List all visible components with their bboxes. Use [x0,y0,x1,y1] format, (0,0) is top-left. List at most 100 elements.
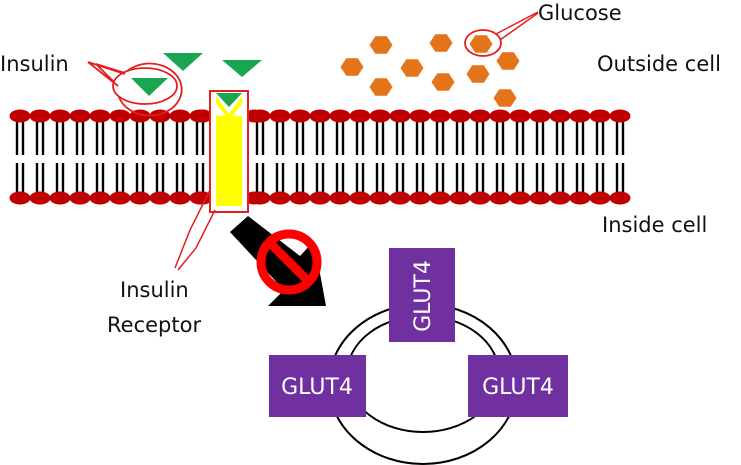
phospholipid-head [349,191,371,205]
membrane-outer-heads [9,109,631,123]
phospholipid-head [9,191,31,205]
phospholipid-head [129,191,151,205]
glut4-box [468,355,568,417]
phospholipid-head [309,109,331,123]
phospholipid-head [409,191,431,205]
phospholipid-head [609,109,631,123]
phospholipid-head [549,191,571,205]
phospholipid-head [509,109,531,123]
phospholipid-head [409,109,431,123]
glut4-box [389,248,455,342]
glut4-box [269,355,366,417]
outside-cell-label: Outside cell [597,52,721,76]
phospholipid-head [169,191,191,205]
phospholipid-head [289,191,311,205]
insulin-callout-pointer-2 [87,61,119,87]
phospholipid-head [149,191,171,205]
phospholipid-head [429,191,451,205]
phospholipid-head [369,191,391,205]
phospholipid-head [429,109,451,123]
phospholipid-head [69,191,91,205]
insulin-receptor[interactable] [216,116,242,206]
phospholipid-head [469,191,491,205]
phospholipid-head [529,191,551,205]
glucose-icon [369,78,393,96]
bound-insulin-icon [216,93,242,107]
phospholipid-head [89,109,111,123]
glucose-icon [466,65,490,83]
phospholipid-head [389,191,411,205]
prohibition-bar [266,239,312,285]
membrane-inner-heads [9,191,631,205]
phospholipid-head [245,109,263,123]
glucose-icon [469,35,493,53]
glucose-icon [493,89,517,107]
insulin-icon-highlighted [131,78,168,96]
prohibition-ring [256,229,322,295]
glucose-icon [431,73,455,91]
phospholipid-head [449,191,471,205]
phospholipid-head [109,109,131,123]
glucose-icon [369,36,393,54]
phospholipid-head [569,191,591,205]
phospholipid-head [49,191,71,205]
phospholipid-head [369,109,391,123]
phospholipid-head [89,191,111,205]
phospholipid-head [194,109,212,123]
phospholipid-head [569,109,591,123]
glut4-left[interactable]: GLUT4 [269,355,366,417]
inside-cell-label: Inside cell [602,213,707,237]
phospholipid-head [589,191,611,205]
glucose-icon [400,59,424,77]
insulin-icon [163,53,203,71]
phospholipid-head [529,109,551,123]
phospholipid-head [269,191,291,205]
glucose-callout-pointer [495,11,539,35]
insulin-callout-pointer [87,61,126,75]
phospholipid-head [449,109,471,123]
phospholipid-head [349,109,371,123]
phospholipid-head [609,191,631,205]
phospholipid-head [329,109,351,123]
insulin-icon [222,60,262,77]
phospholipid-head [269,109,291,123]
phospholipid-head [29,191,51,205]
glucose-label: Glucose [538,1,622,25]
phospholipid-head [289,109,311,123]
prohibition-icon [256,229,322,295]
insulin-receptor-label-line2: Receptor [107,313,201,337]
glucose-icon [340,58,364,76]
glut4-right[interactable]: GLUT4 [468,355,568,417]
phospholipid-head [69,109,91,123]
glut4-right-label: GLUT4 [482,375,554,400]
insulin-callout [95,62,183,117]
receptor-callout-line-2 [177,209,216,271]
receptor-binding-site [216,96,242,120]
phospholipid-head [49,109,71,123]
glucose-callout-pointer-2 [499,12,539,41]
glut4-left-label: GLUT4 [281,375,353,400]
glucose-callout-bubble [464,29,502,57]
phospholipid-head [489,109,511,123]
glut4-top-label: GLUT4 [411,260,436,332]
glucose-molecules [340,34,520,107]
phospholipid-head [245,191,263,205]
insulin-label: Insulin [0,52,69,76]
receptor-highlight-box [209,90,249,213]
phospholipid-head [589,109,611,123]
phospholipid-head [109,191,131,205]
receptor-callout-line [174,189,211,269]
glut4-top[interactable]: GLUT4 [389,248,455,342]
phospholipid-head [469,109,491,123]
phospholipid-head [9,109,31,123]
phospholipid-head [489,191,511,205]
phospholipid-head [169,109,191,123]
phospholipid-head [329,191,351,205]
phospholipid-head [29,109,51,123]
membrane-lipid-tails [15,122,625,194]
phospholipid-head [389,109,411,123]
phospholipid-head [309,191,331,205]
glucose-icon [496,52,520,70]
phospholipid-head [549,109,571,123]
